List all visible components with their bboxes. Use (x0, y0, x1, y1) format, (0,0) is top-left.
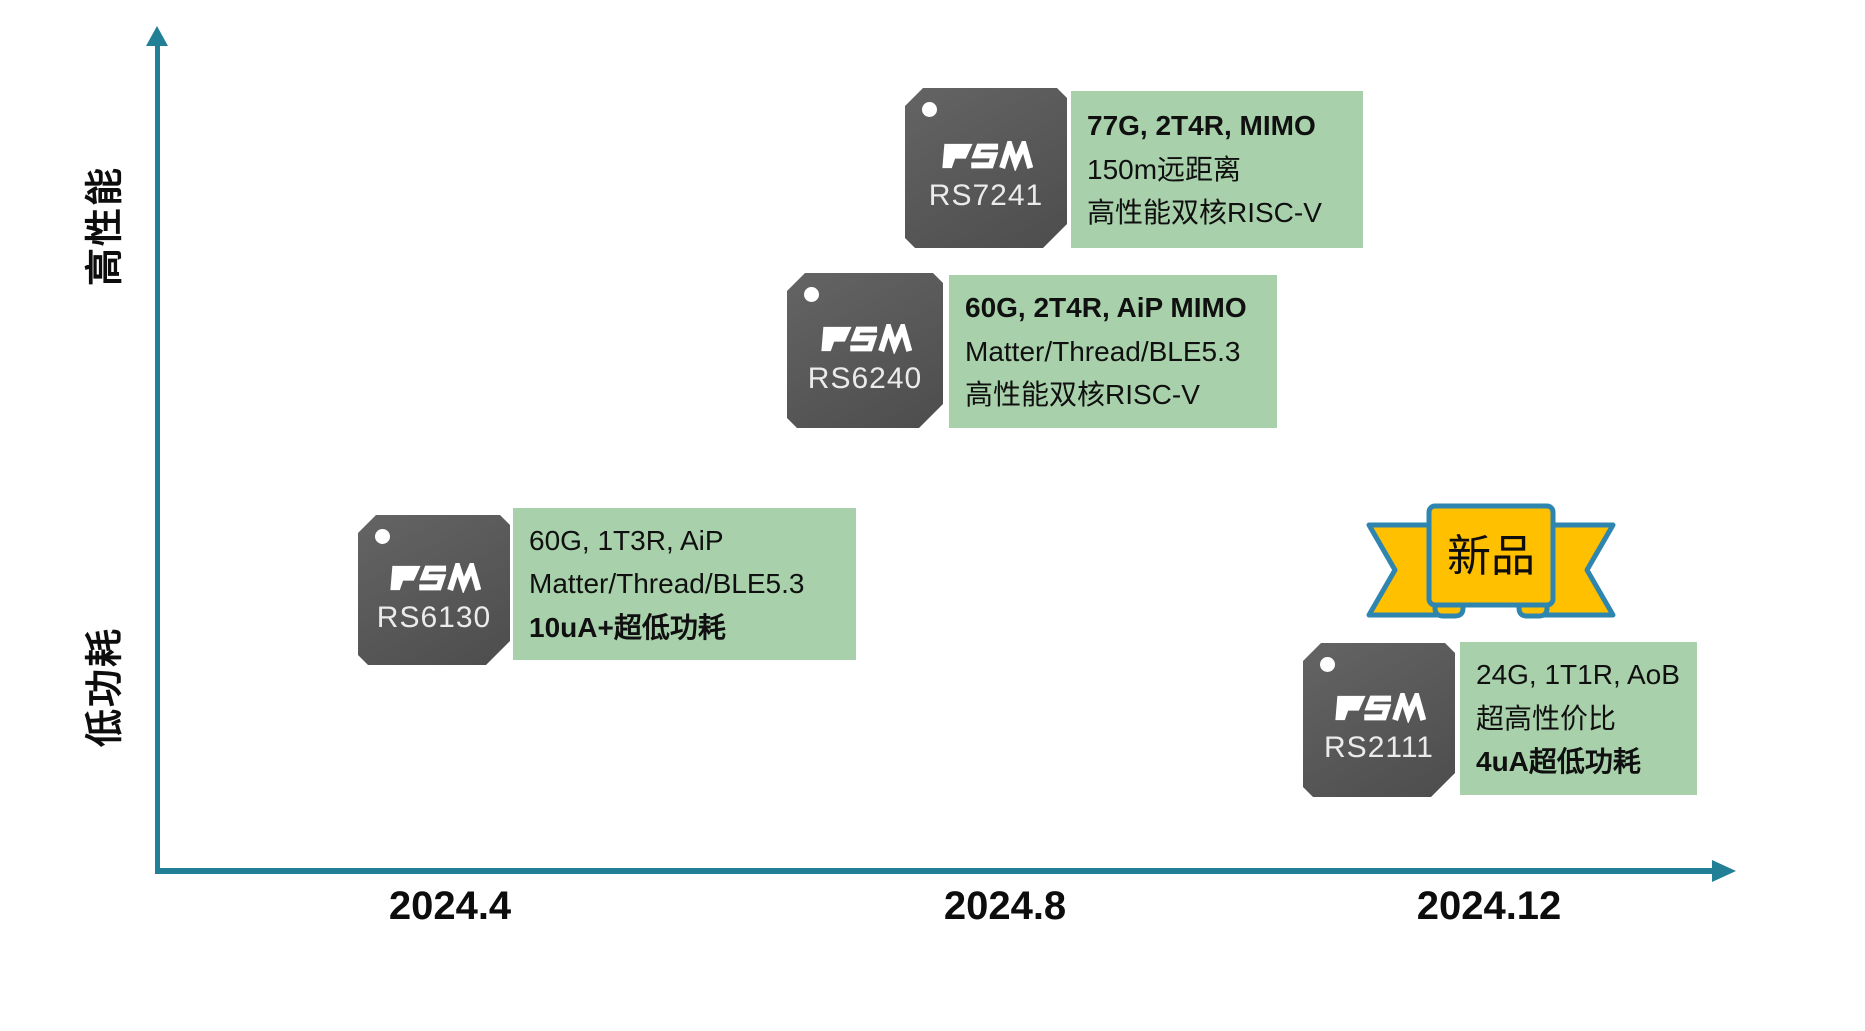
ribbon-label: 新品 (1447, 532, 1535, 581)
chip-model-label: RS7241 (928, 179, 1044, 212)
ribbon-center-panel (1426, 503, 1556, 608)
spec-line: 60G, 2T4R, AiP MIMO (965, 292, 1247, 324)
x-axis-arrow-icon (1712, 860, 1736, 882)
spec-line: 60G, 1T3R, AiP (529, 524, 724, 556)
spec-line: 150m远距离 (1087, 153, 1242, 185)
spec-box-rs7241: 77G, 2T4R, MIMO 150m远距离 高性能双核RISC-V (1071, 91, 1363, 248)
chip-pin1-dot (804, 287, 819, 302)
psm-logo-icon (818, 324, 912, 354)
psm-logo-icon (939, 141, 1033, 171)
chip-rs6130: RS6130 (358, 515, 510, 665)
spec-line: 10uA+超低功耗 (529, 611, 726, 643)
psm-logo-icon (387, 563, 481, 593)
new-product-ribbon: 新品 (1365, 503, 1617, 621)
chip-rs7241: RS7241 (905, 88, 1067, 248)
chip-model-label: RS6130 (376, 601, 492, 634)
chip-rs2111: RS2111 (1303, 643, 1455, 797)
y-axis-arrow-icon (146, 26, 168, 46)
y-axis-line (155, 44, 160, 873)
chip-pin1-dot (922, 102, 937, 117)
spec-box-rs6130: 60G, 1T3R, AiP Matter/Thread/BLE5.3 10uA… (513, 508, 856, 660)
chip-pin1-dot (1320, 657, 1335, 672)
chip-pin1-dot (375, 529, 390, 544)
spec-line: 77G, 2T4R, MIMO (1087, 110, 1316, 142)
spec-line: 高性能双核RISC-V (965, 379, 1200, 411)
spec-line: 24G, 1T1R, AoB (1476, 659, 1680, 691)
psm-logo-icon (1332, 693, 1426, 723)
x-tick-2024-12: 2024.12 (1416, 884, 1562, 928)
spec-line: 超高性价比 (1476, 702, 1617, 734)
spec-line: 4uA超低功耗 (1476, 746, 1641, 778)
x-tick-2024-8: 2024.8 (943, 884, 1067, 928)
x-axis-line (155, 868, 1715, 874)
spec-line: 高性能双核RISC-V (1087, 197, 1322, 229)
spec-box-rs2111: 24G, 1T1R, AoB 超高性价比 4uA超低功耗 (1460, 642, 1697, 795)
chip-model-label: RS2111 (1324, 731, 1434, 764)
spec-box-rs6240: 60G, 2T4R, AiP MIMO Matter/Thread/BLE5.3… (949, 275, 1277, 428)
spec-line: Matter/Thread/BLE5.3 (965, 335, 1241, 367)
chip-model-label: RS6240 (807, 361, 923, 395)
y-axis-label-low-power: 低功耗 (84, 626, 127, 748)
chip-rs6240: RS6240 (787, 273, 943, 428)
spec-line: Matter/Thread/BLE5.3 (529, 568, 805, 600)
y-axis-label-high-performance: 高性能 (84, 165, 127, 287)
x-tick-2024-4: 2024.4 (388, 884, 512, 928)
